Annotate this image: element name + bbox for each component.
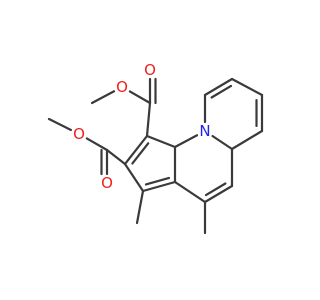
- atom-label: O: [101, 174, 113, 192]
- oxygen-atom: O: [99, 174, 115, 192]
- atom-label-background: [114, 79, 130, 95]
- double-bond: [141, 180, 177, 193]
- double-bond: [203, 77, 234, 97]
- single-bond: [90, 90, 116, 105]
- single-bond: [123, 162, 145, 193]
- double-bond: [123, 134, 149, 166]
- single-bond: [135, 189, 145, 225]
- atom-label-background: [142, 62, 158, 78]
- oxygen-atom: O: [142, 61, 158, 79]
- single-bond: [211, 134, 234, 151]
- single-bond: [145, 101, 152, 138]
- single-bond: [128, 90, 152, 105]
- double-bond-inner: [204, 182, 227, 197]
- single-bond: [230, 77, 264, 97]
- atom-label-background: [197, 123, 213, 139]
- atom-label-background: [99, 175, 115, 191]
- atom-label: N: [199, 122, 210, 140]
- single-bond: [85, 137, 109, 152]
- atom-label: O: [73, 125, 85, 143]
- single-bond: [173, 134, 199, 149]
- double-bond-inner: [144, 176, 171, 186]
- single-bond: [47, 117, 73, 132]
- nitrogen-atom: N: [197, 122, 213, 140]
- atom-label: O: [144, 61, 156, 79]
- double-bond-inner: [131, 142, 150, 165]
- atom-label-background: [71, 126, 87, 142]
- single-bond: [145, 134, 177, 149]
- oxygen-atom: O: [114, 78, 130, 96]
- double-bond-inner: [210, 84, 233, 99]
- bond-layer: [47, 77, 264, 235]
- single-bond: [230, 129, 264, 151]
- oxygen-atom: O: [71, 125, 87, 143]
- atom-label: O: [116, 78, 128, 96]
- single-bond: [173, 180, 207, 204]
- double-bond: [203, 184, 234, 204]
- single-bond: [105, 148, 127, 166]
